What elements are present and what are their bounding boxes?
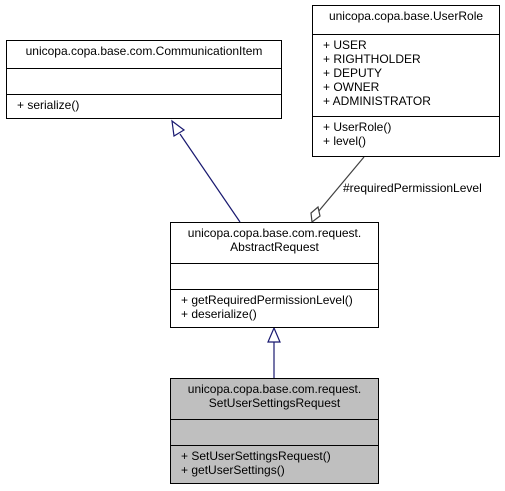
class-name-line: SetUserSettingsRequest xyxy=(208,396,341,410)
attribute-item: + OWNER xyxy=(323,80,380,94)
class-communication-item: unicopa.copa.base.com.CommunicationItem … xyxy=(6,40,282,119)
operations-section: + UserRole() + level() xyxy=(313,116,499,148)
class-name: unicopa.copa.base.com.request. SetUserSe… xyxy=(171,379,378,419)
class-set-user-settings-request: unicopa.copa.base.com.request. SetUserSe… xyxy=(170,378,379,484)
class-name-line: unicopa.copa.base.com.CommunicationItem xyxy=(25,44,263,58)
operation-item: + serialize() xyxy=(17,98,80,112)
class-user-role: unicopa.copa.base.UserRole + USER + RIGH… xyxy=(312,5,500,157)
attributes-section: + USER + RIGHTHOLDER + DEPUTY + OWNER + … xyxy=(313,34,499,116)
class-abstract-request: unicopa.copa.base.com.request. AbstractR… xyxy=(170,222,379,328)
class-name: unicopa.copa.base.UserRole xyxy=(313,6,499,34)
attributes-section xyxy=(171,419,378,445)
inheritance-arrowhead-abstractrequest xyxy=(267,326,281,343)
attributes-section xyxy=(171,263,378,289)
class-name-line: unicopa.copa.base.com.request. xyxy=(187,382,362,396)
operation-item: + UserRole() xyxy=(323,120,392,134)
operation-item: + getUserSettings() xyxy=(181,463,285,477)
inheritance-arrowhead-communicationitem xyxy=(171,119,186,137)
attribute-item: + ADMINISTRATOR xyxy=(323,94,431,108)
class-name-line: unicopa.copa.base.UserRole xyxy=(328,9,484,23)
attribute-item: + RIGHTHOLDER xyxy=(323,52,421,66)
class-name-line: AbstractRequest xyxy=(230,240,319,254)
operation-item: + getRequiredPermissionLevel() xyxy=(181,293,353,307)
attribute-item: + DEPUTY xyxy=(323,66,383,80)
class-name: unicopa.copa.base.com.request. AbstractR… xyxy=(171,223,378,263)
operations-section: + getRequiredPermissionLevel() + deseria… xyxy=(171,289,378,321)
class-name-line: unicopa.copa.base.com.request. xyxy=(187,226,362,240)
operations-section: + SetUserSettingsRequest() + getUserSett… xyxy=(171,445,378,477)
association-label: #requiredPermissionLevel xyxy=(343,181,482,195)
operation-item: + level() xyxy=(323,134,367,148)
operation-item: + SetUserSettingsRequest() xyxy=(181,449,331,463)
inheritance-line-abstractrequest-communicationitem xyxy=(179,133,241,223)
class-name: unicopa.copa.base.com.CommunicationItem xyxy=(7,41,281,68)
operations-section: + serialize() xyxy=(7,94,281,112)
attribute-item: + USER xyxy=(323,38,367,52)
operation-item: + deserialize() xyxy=(181,307,257,321)
aggregation-diamond-icon xyxy=(310,205,321,224)
aggregation-line-abstractrequest-userrole xyxy=(317,156,365,213)
attributes-section xyxy=(7,68,281,94)
